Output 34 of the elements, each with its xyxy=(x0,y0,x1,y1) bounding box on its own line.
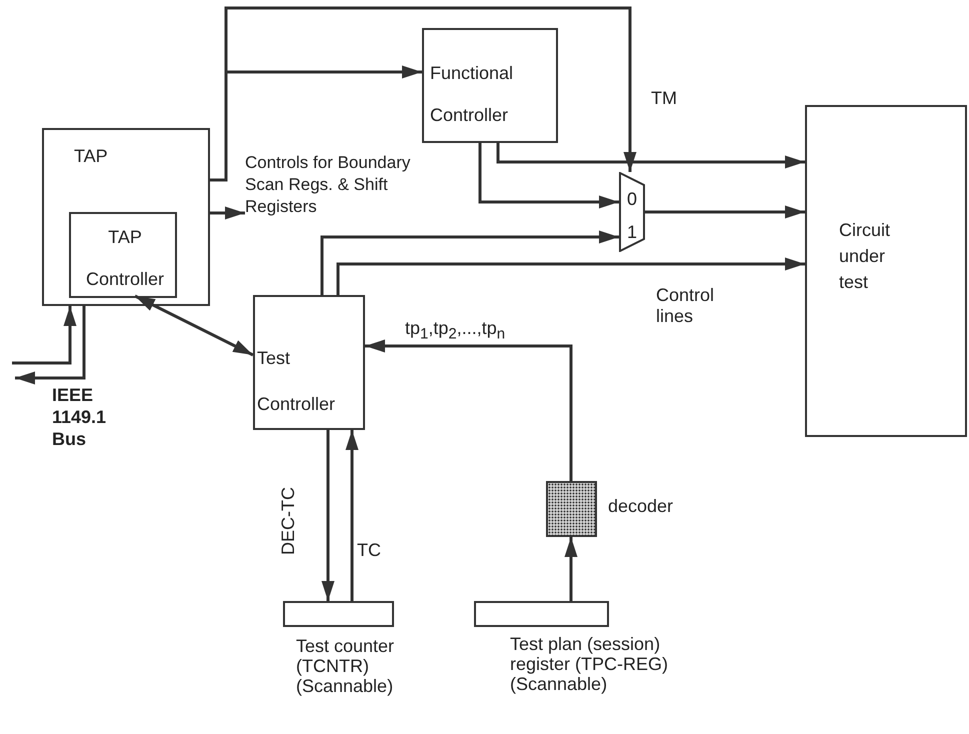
arrow xyxy=(496,143,805,168)
test-controller-block xyxy=(253,295,365,430)
circuit-block xyxy=(805,105,967,437)
arrow xyxy=(346,430,358,601)
block-label: TAP Controller xyxy=(84,226,166,291)
arrow xyxy=(322,430,334,601)
block-caption: Test plan (session) register (TPC-REG) (Scannable) xyxy=(510,634,670,694)
decoder-box xyxy=(546,481,597,537)
arrow xyxy=(564,537,578,601)
input-label: 0 xyxy=(627,189,638,211)
plan-register-box xyxy=(474,601,609,627)
block-caption: Test counter (TCNTR) (Scannable) xyxy=(296,636,396,696)
arrow xyxy=(15,306,86,384)
arrow xyxy=(478,143,619,208)
arrow xyxy=(365,340,572,481)
arrow xyxy=(210,6,636,182)
arrow xyxy=(210,206,245,220)
arrow xyxy=(134,294,254,356)
arrow xyxy=(336,258,805,295)
arrow xyxy=(12,306,76,364)
block-label: Test Controller xyxy=(257,347,336,416)
block-caption: decoder xyxy=(608,496,674,518)
tap-block xyxy=(42,128,210,306)
arrow xyxy=(320,230,619,295)
bus-label: IEEE 1149.1 Bus xyxy=(52,384,108,450)
input-label: 1 xyxy=(627,222,638,244)
functional-controller-block xyxy=(422,28,558,143)
block-label: TAP xyxy=(74,146,109,168)
block-label: Circuit under test xyxy=(839,219,892,294)
block-label: Functional Controller xyxy=(430,62,514,127)
signal-label: Controls for Boundary Scan Regs. & Shift Registers xyxy=(245,152,427,220)
tap-controller-block xyxy=(69,212,177,298)
arrow xyxy=(645,206,805,218)
counter-register-box xyxy=(283,601,394,627)
